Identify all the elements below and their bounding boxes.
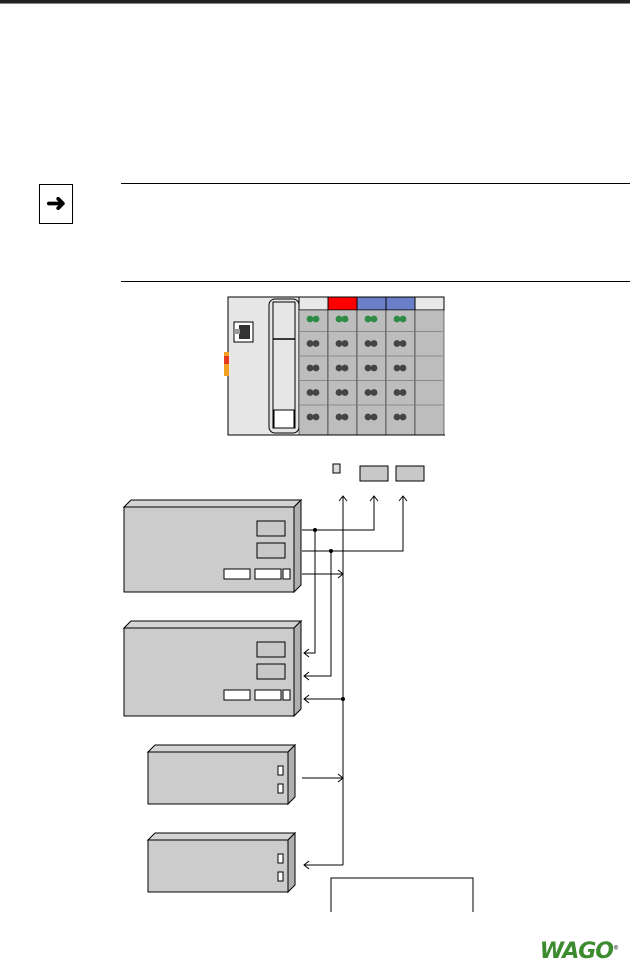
led-icon [341, 413, 349, 421]
led-icon [393, 340, 401, 347]
io-module [298, 296, 329, 436]
led-icon [306, 364, 314, 372]
led-icon [393, 389, 401, 396]
logo-mark: ® [613, 944, 619, 952]
io-modules [228, 296, 445, 436]
ethernet-port-icon [233, 321, 254, 343]
led-icon [364, 340, 372, 347]
led-icon [341, 389, 349, 396]
led-icon [312, 315, 320, 323]
led-icon [370, 315, 378, 323]
led-icon [364, 315, 372, 323]
io-module [356, 296, 387, 436]
led-icon [399, 340, 407, 347]
led-icon [399, 315, 407, 323]
led-icon [312, 389, 320, 396]
network-device-1 [122, 498, 303, 594]
connectors-top [332, 463, 425, 482]
led-icon [364, 413, 372, 421]
led-icon [370, 340, 378, 347]
logo-text: WAGO [539, 939, 614, 964]
led-icon [364, 364, 372, 372]
led-icon [393, 315, 401, 323]
port-icon [256, 641, 286, 658]
note-bottom-rule [121, 281, 630, 282]
led-icon [370, 364, 378, 372]
network-device-4 [146, 831, 297, 894]
network-device-2 [122, 619, 303, 718]
fieldbus-coupler [224, 296, 301, 436]
port-icon [277, 783, 284, 794]
led-icon [399, 389, 407, 396]
led-icon [341, 315, 349, 323]
port-icon [277, 871, 284, 882]
led-icon [306, 315, 314, 323]
led-icon [341, 340, 349, 347]
terminal-icon [223, 568, 251, 580]
led-icon [393, 364, 401, 372]
led-icon [335, 315, 343, 323]
led-icon [335, 389, 343, 396]
terminal-icon [254, 568, 282, 580]
led-icon [399, 364, 407, 372]
led-icon [370, 413, 378, 421]
port-icon [256, 663, 286, 680]
port-icon [277, 765, 284, 776]
led-icon [399, 413, 407, 421]
led-icon [312, 340, 320, 347]
note-top-rule [121, 183, 630, 184]
note-icon-box: ➜ [39, 184, 73, 224]
io-module [385, 296, 416, 436]
port-icon [256, 542, 286, 559]
terminal-icon [254, 689, 282, 701]
led-icon [370, 389, 378, 396]
port-icon [277, 853, 284, 864]
led-icon [341, 364, 349, 372]
terminal-icon [223, 689, 251, 701]
led-icon [306, 340, 314, 347]
led-icon [312, 413, 320, 421]
io-module [414, 296, 445, 436]
led-icon [306, 413, 314, 421]
led-icon [306, 389, 314, 396]
header-rule [0, 0, 630, 4]
wago-logo: WAGO® [539, 939, 619, 964]
port-icon [256, 520, 286, 537]
wiring [302, 495, 474, 912]
led-icon [364, 389, 372, 396]
led-icon [312, 364, 320, 372]
arrow-right-icon: ➜ [45, 190, 67, 217]
led-icon [393, 413, 401, 421]
led-icon [335, 340, 343, 347]
io-module [327, 296, 358, 436]
network-device-3 [146, 743, 297, 806]
led-icon [335, 364, 343, 372]
led-icon [335, 413, 343, 421]
